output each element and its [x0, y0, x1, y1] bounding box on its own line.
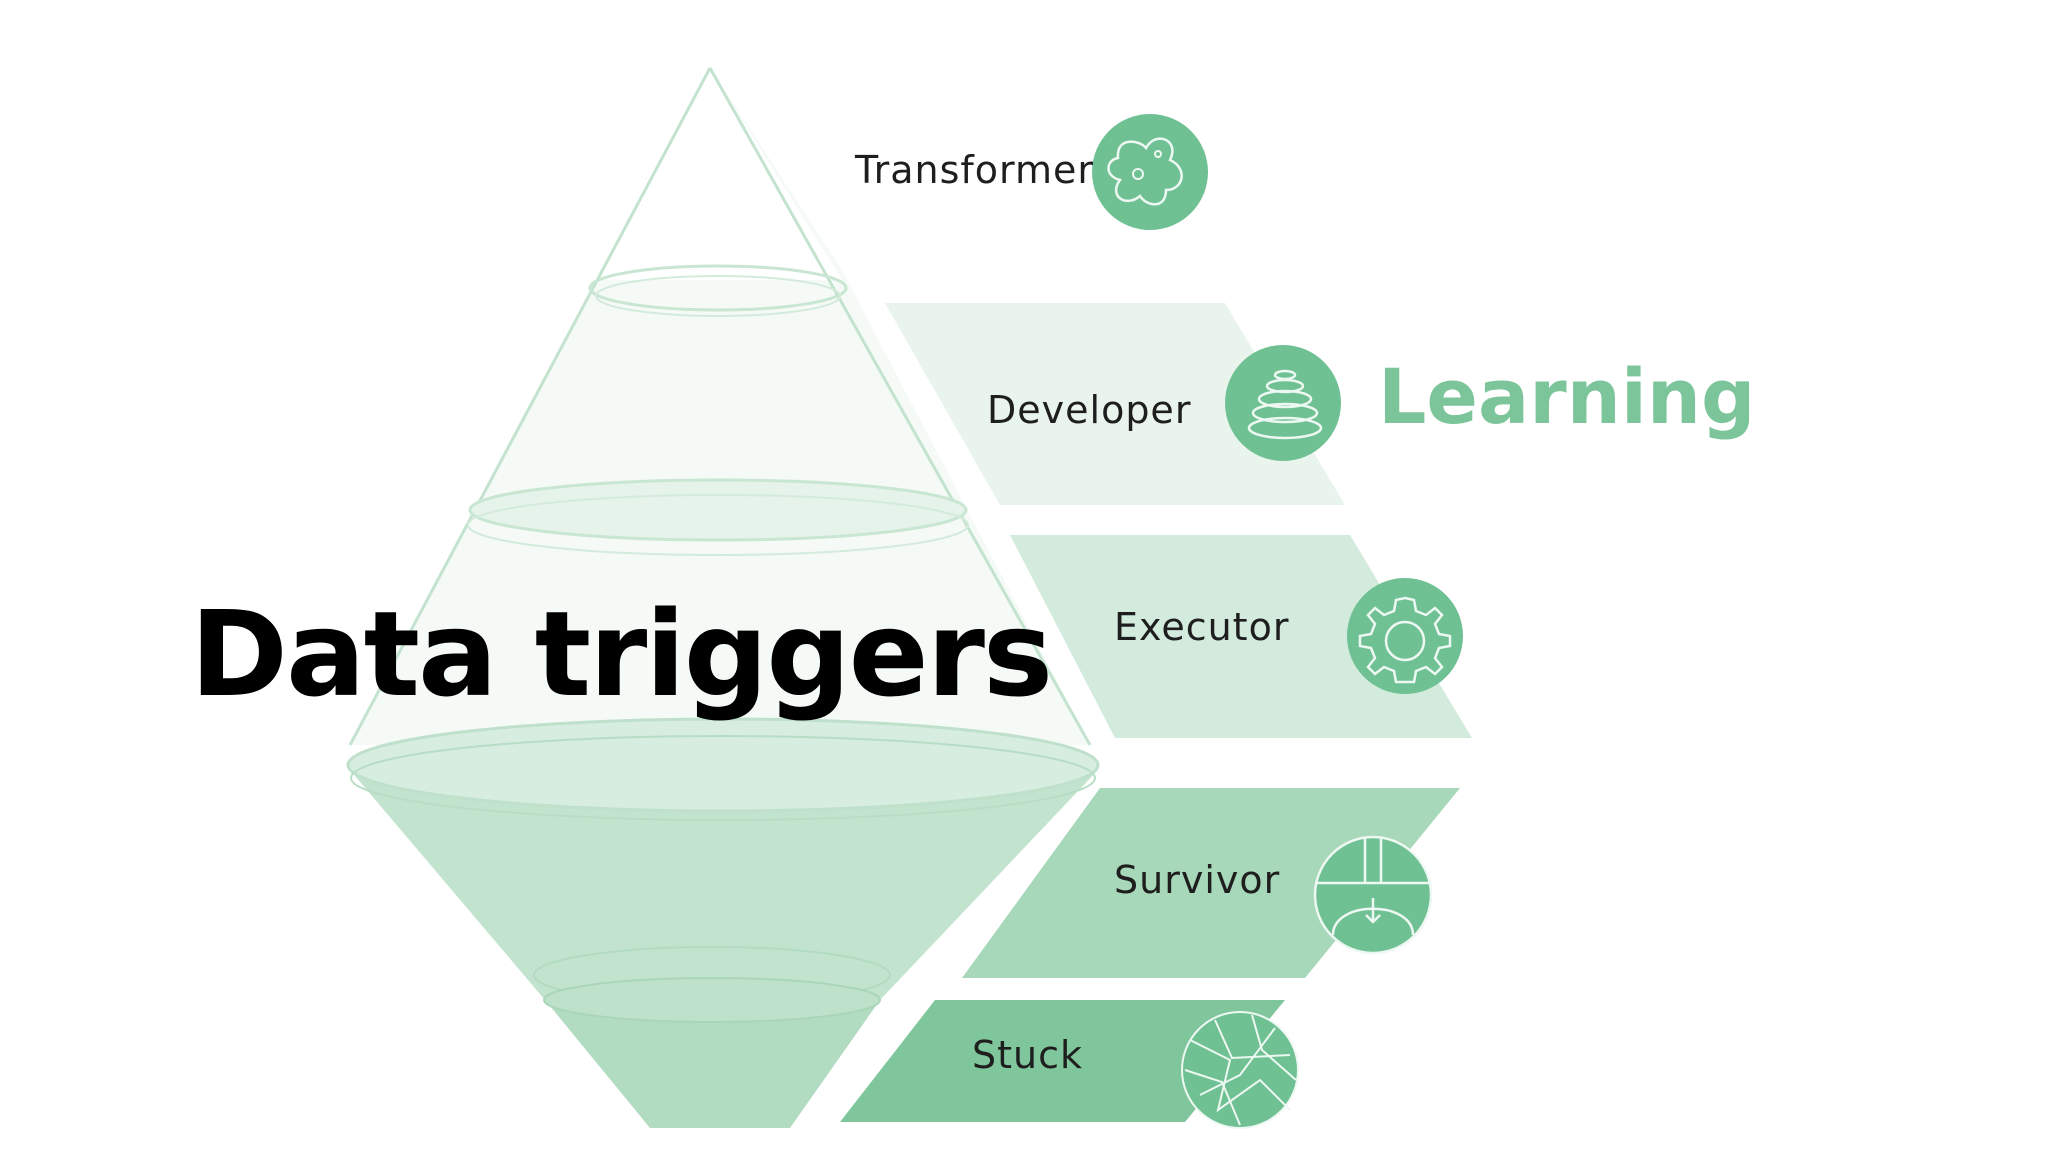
band-stuck — [840, 1000, 1285, 1122]
slide-title: Data triggers — [190, 585, 1053, 723]
side-label: Learning — [1378, 352, 1756, 441]
band-executor — [1010, 535, 1472, 738]
band-developer — [885, 303, 1345, 505]
level-label-survivor: Survivor — [1114, 858, 1281, 902]
spiral-icon — [1225, 345, 1341, 461]
cone-lower — [346, 717, 1100, 1128]
level-label-stuck: Stuck — [972, 1033, 1084, 1077]
level-label-developer: Developer — [987, 388, 1192, 432]
level-label-transformer: Transformer — [855, 148, 1095, 192]
cracked-icon — [1181, 1011, 1299, 1129]
cone-upper — [348, 67, 1092, 746]
descend-icon — [1313, 835, 1433, 955]
gear-icon — [1347, 578, 1463, 694]
amoeba-icon — [1092, 114, 1208, 230]
level-label-executor: Executor — [1114, 605, 1290, 649]
